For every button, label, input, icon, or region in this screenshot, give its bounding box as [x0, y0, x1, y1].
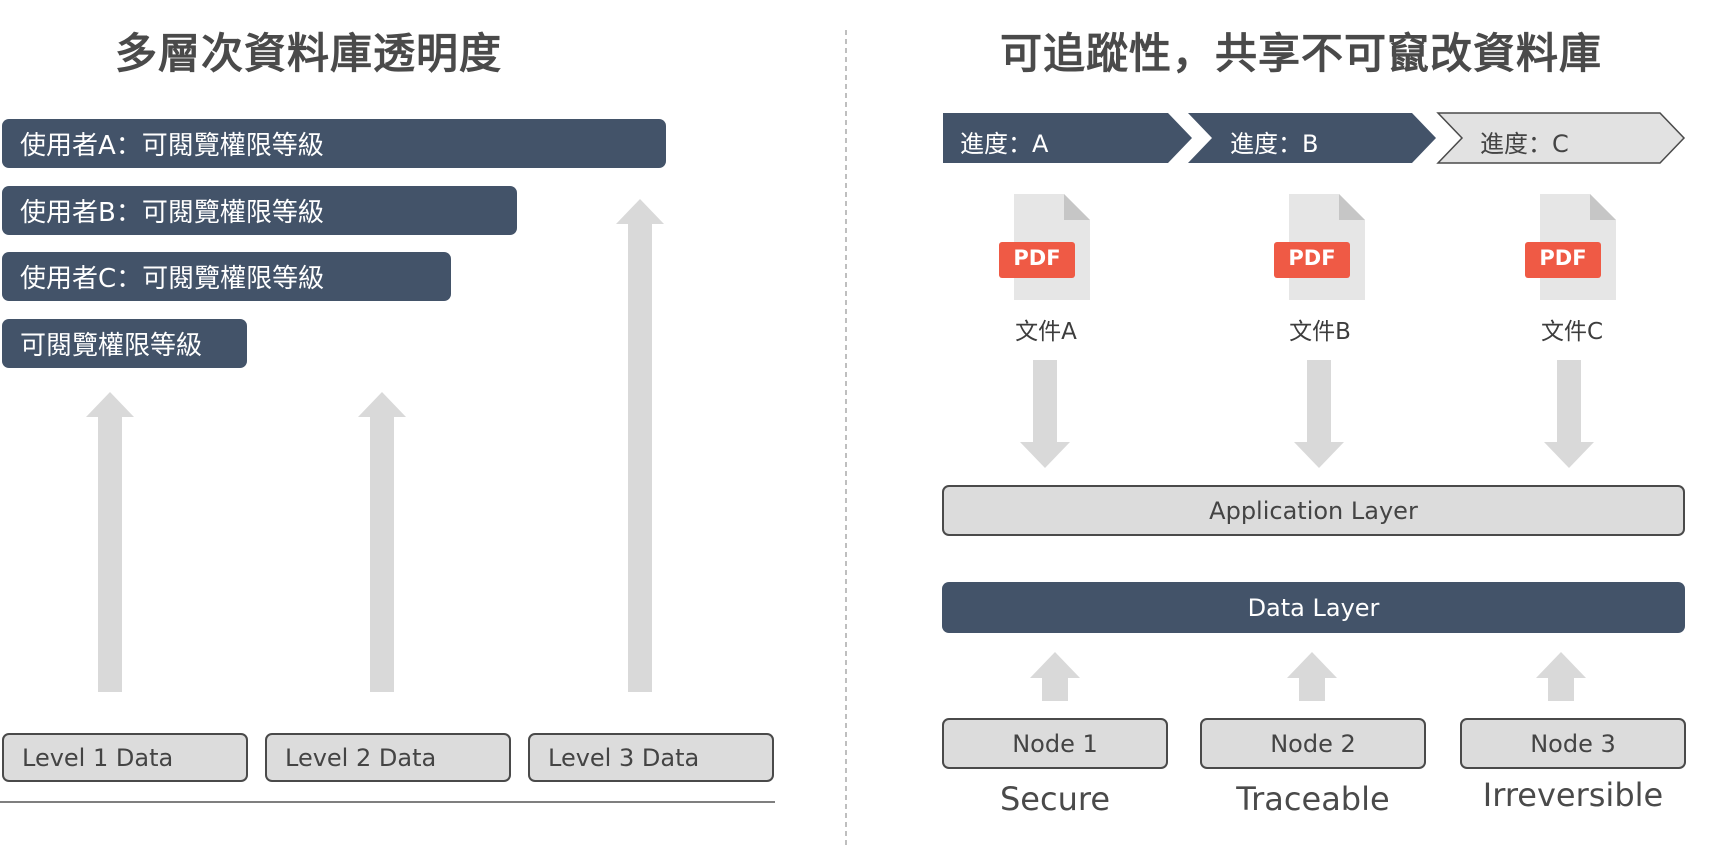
- stage-b-chevron: [1188, 113, 1436, 163]
- pdf-document-c-icon: PDF: [1521, 194, 1616, 300]
- arrow-up-node-3: [1536, 652, 1586, 701]
- stage-a-chevron: [943, 113, 1192, 163]
- arrow-up-level-1: [86, 392, 134, 692]
- document-b-label: 文件B: [1289, 319, 1351, 345]
- arrow-up-level-3: [616, 199, 664, 692]
- stage-c-chevron: [1436, 112, 1686, 164]
- stage-b-label: 進度：B: [1230, 130, 1319, 158]
- access-bar-base: 可閱覽權限等級: [2, 319, 247, 368]
- access-bar-user-a: 使用者A：可閱覽權限等級: [2, 119, 666, 168]
- arrow-down-doc-b: [1294, 360, 1344, 468]
- arrow-down-doc-a: [1020, 360, 1070, 468]
- arrow-up-node-1: [1030, 652, 1080, 701]
- property-irreversible: Irreversible: [1482, 776, 1664, 814]
- property-secure: Secure: [999, 780, 1110, 818]
- document-c-label: 文件C: [1540, 319, 1604, 345]
- data-layer-box: Data Layer: [942, 582, 1685, 633]
- pdf-document-b-icon: PDF: [1270, 194, 1365, 300]
- arrow-down-doc-c: [1544, 360, 1594, 468]
- node-3-box: Node 3: [1460, 718, 1686, 769]
- pdf-badge-a: PDF: [1013, 246, 1061, 270]
- level-1-data-box: Level 1 Data: [2, 733, 248, 782]
- access-bar-user-b: 使用者B：可閱覽權限等級: [2, 186, 517, 235]
- level-2-data-box: Level 2 Data: [265, 733, 511, 782]
- right-title: 可追蹤性，共享不可竄改資料庫: [1000, 29, 1603, 78]
- property-traceable: Traceable: [1236, 780, 1390, 818]
- stage-c-label: 進度：C: [1480, 130, 1569, 158]
- access-bar-user-c: 使用者C：可閱覽權限等級: [2, 252, 451, 301]
- pdf-document-a-icon: PDF: [995, 194, 1090, 300]
- node-1-box: Node 1: [942, 718, 1168, 769]
- left-title: 多層次資料庫透明度: [115, 29, 503, 78]
- level-3-data-box: Level 3 Data: [528, 733, 774, 782]
- stage-a-label: 進度：A: [960, 130, 1049, 158]
- arrow-up-node-2: [1287, 652, 1337, 701]
- pdf-badge-c: PDF: [1539, 246, 1587, 270]
- arrow-up-level-2: [358, 392, 406, 692]
- application-layer-box: Application Layer: [942, 485, 1685, 536]
- document-a-label: 文件A: [1015, 319, 1077, 345]
- pdf-badge-b: PDF: [1288, 246, 1336, 270]
- node-2-box: Node 2: [1200, 718, 1426, 769]
